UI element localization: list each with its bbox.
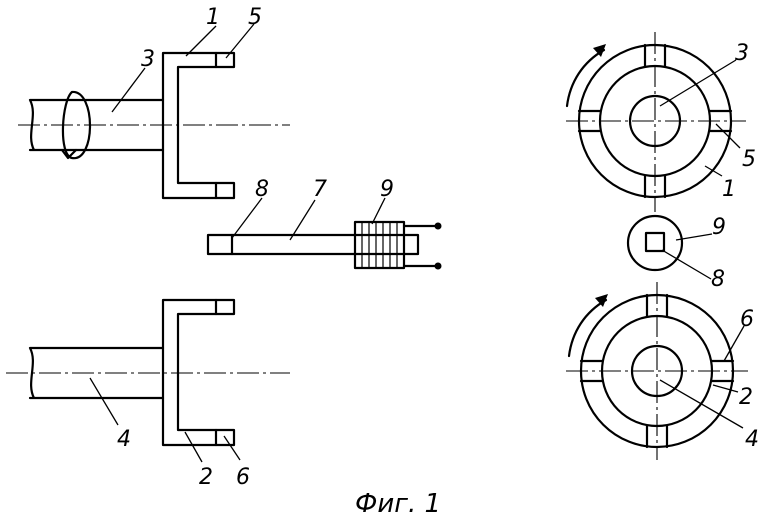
label-3-left: 3 — [141, 47, 155, 72]
small-disc-view — [626, 214, 684, 272]
label-5-left: 5 — [248, 5, 262, 30]
label-5-right: 5 — [742, 147, 756, 172]
lower-rotation-arrowhead — [595, 294, 608, 307]
terminal-bottom — [434, 262, 442, 270]
label-6-left: 6 — [236, 465, 250, 490]
leader-lines — [89, 23, 745, 463]
label-1-left: 1 — [206, 5, 220, 30]
coil-9 — [353, 220, 406, 270]
core-8 — [644, 231, 666, 253]
coil-9-windings — [361, 222, 398, 268]
coil-leads — [402, 224, 439, 268]
label-4-right: 4 — [745, 427, 759, 452]
figure-caption: Фиг. 1 — [355, 489, 441, 519]
label-3-right: 3 — [735, 41, 749, 66]
upper-disc-view — [565, 32, 746, 212]
disc-9 — [626, 214, 684, 272]
label-6-right: 6 — [740, 307, 754, 332]
label-8-right: 8 — [711, 267, 725, 292]
rotation-arrow-shaft-3 — [61, 90, 91, 160]
rotation-arrowhead — [60, 148, 78, 160]
label-7: 7 — [313, 177, 327, 202]
lower-rotation-arrow — [567, 298, 608, 358]
upper-shaft-assembly — [18, 51, 290, 200]
disc-2-slots — [579, 293, 735, 449]
upper-rotation-arrowhead — [593, 44, 606, 57]
label-1-right: 1 — [722, 177, 736, 202]
bar-7 — [206, 233, 420, 256]
label-8-left: 8 — [255, 177, 269, 202]
middle-bar-assembly — [206, 220, 442, 270]
label-9-left: 9 — [380, 177, 394, 202]
lower-shaft-assembly — [6, 298, 290, 447]
label-4-left: 4 — [117, 427, 131, 452]
disc-1-slots — [577, 43, 733, 199]
label-9-right: 9 — [712, 215, 726, 240]
label-2-right: 2 — [739, 385, 753, 410]
label-2-left: 2 — [199, 465, 213, 490]
terminal-top — [434, 222, 442, 230]
lower-disc-view — [566, 282, 748, 460]
upper-rotation-arrow — [565, 48, 606, 108]
reference-labels: 1 5 3 8 7 9 4 2 6 3 5 1 9 8 6 2 4 — [117, 5, 759, 490]
